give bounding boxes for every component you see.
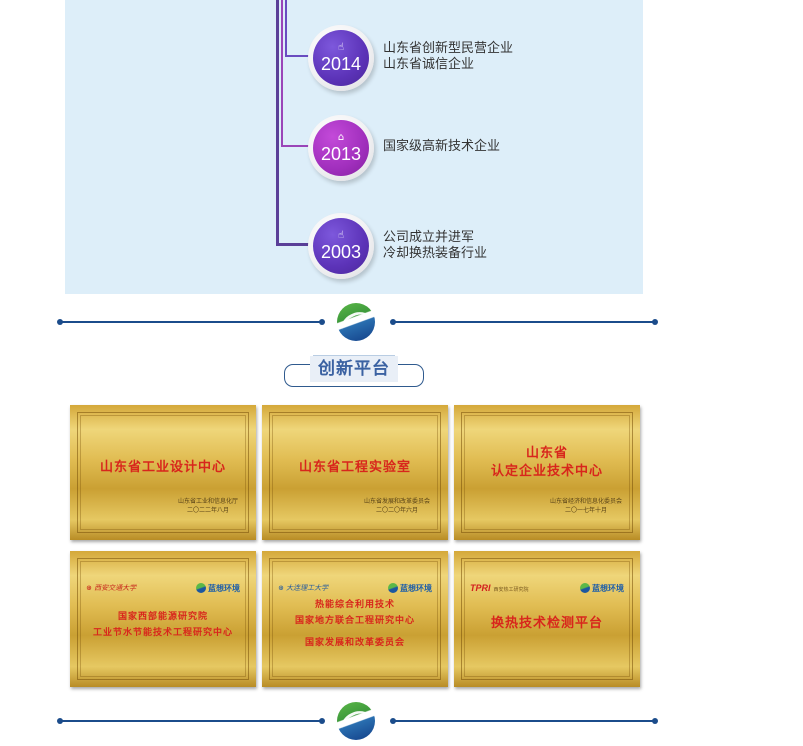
timeline-connector-2014 [285,0,310,57]
hand-pointer-icon: ☝ [337,41,345,53]
timeline-node-2014: ☝ 2014 [308,25,374,91]
desc-line: 公司成立并进军 [383,230,475,245]
title-line: 国家西部能源研究院 [117,612,208,622]
year-badge: ☝ 2003 [313,218,369,274]
home-icon: ⌂ [337,131,345,143]
year-badge: ☝ 2014 [313,30,369,86]
plaque-title: 山东省工业设计中心 [99,460,226,475]
timeline-connector-2013 [281,0,310,147]
issuer-name: 山东省经济和信息化委员会 [549,498,622,505]
divider-line [392,321,654,323]
plaque-issuer: 山东省经济和信息化委员会 二〇一七年十月 [550,497,622,515]
brand-logo: 蓝想环境 [580,583,624,594]
desc-line: 山东省诚信企业 [383,57,475,72]
plaque-border [269,412,441,533]
desc-line: 冷却换热装备行业 [383,246,488,261]
title-line: 认定企业技术中心 [490,464,603,479]
plaque-industrial-design-center: 山东省工业设计中心 山东省工业和信息化厅 二〇二二年八月 [70,405,256,540]
plaque-border [77,558,249,680]
timeline-node-2013: ⌂ 2013 [308,115,374,181]
timeline-desc-2013: 国家级高新技术企业 [383,139,500,155]
plaque-border [77,412,249,533]
timeline-desc-2003: 公司成立并进军 冷却换热装备行业 [383,230,487,262]
divider-dot [319,319,325,325]
brand-logo: 蓝想环境 [388,583,432,594]
divider-line [59,720,323,722]
section-title: 创新平台 [310,356,398,382]
plaque-engineering-lab: 山东省工程实验室 山东省发展和改革委员会 二〇二〇年六月 [262,405,448,540]
divider-dot [319,718,325,724]
plaque-water-energy-saving-center: ⊛ 西安交通大学 蓝想环境 国家西部能源研究院 工业节水节能技术工程研究中心 [70,551,256,687]
year-label: 2003 [320,241,362,262]
desc-line: 山东省创新型民营企业 [383,41,514,56]
plaque-border [269,558,441,680]
university-logo: ⊛ 西安交通大学 [86,584,137,592]
desc-line: 国家级高新技术企业 [383,139,501,154]
year-label: 2013 [320,143,362,164]
divider-dot [652,718,658,724]
issue-date: 二〇二二年八月 [186,507,229,514]
plaque-logos: ⊛ 西安交通大学 蓝想环境 [86,581,240,595]
plaque-title: 国家西部能源研究院 工业节水节能技术工程研究中心 [70,609,256,641]
issuer-name: 山东省工业和信息化厅 [177,498,238,505]
plaque-issuer: 山东省发展和改革委员会 二〇二〇年六月 [364,497,430,515]
issue-date: 二〇一七年十月 [564,507,607,514]
plaque-thermal-energy-center: ⊛ 大连理工大学 蓝想环境 热能综合利用技术 国家地方联合工程研究中心 国家发展… [262,551,448,687]
section-heading: 创新平台 [284,350,424,388]
section-divider [57,701,658,741]
divider-line [392,720,654,722]
timeline-node-2003: ☝ 2003 [308,213,374,279]
brand-logo-icon [388,583,398,593]
title-line: 工业节水节能技术工程研究中心 [92,628,233,638]
title-topline [313,355,395,356]
brand-logo-icon [196,583,206,593]
divider-dot [652,319,658,325]
timeline-connector-2003 [276,0,310,246]
title-line: 国家发展和改革委员会 [304,638,405,648]
plaque-logos: ⊛ 大连理工大学 蓝想环境 [278,581,432,595]
university-logo: ⊛ 大连理工大学 [278,584,329,592]
brand-logo-icon [580,583,590,593]
title-line: 国家地方联合工程研究中心 [294,616,415,626]
company-logo-icon [337,702,375,740]
hand-pointer-icon: ☝ [337,229,345,241]
company-logo-icon [337,303,375,341]
plaque-issuer: 山东省工业和信息化厅 二〇二二年八月 [178,497,238,515]
year-label: 2014 [320,53,362,74]
plaque-title: 山东省 认定企业技术中心 [454,445,640,481]
plaque-title: 热能综合利用技术 国家地方联合工程研究中心 国家发展和改革委员会 [262,597,448,651]
brand-logo: 蓝想环境 [196,583,240,594]
plaque-enterprise-tech-center: 山东省 认定企业技术中心 山东省经济和信息化委员会 二〇一七年十月 [454,405,640,540]
plaque-border [461,558,633,680]
plaque-title: 山东省工程实验室 [298,460,411,475]
issue-date: 二〇二〇年六月 [375,507,418,514]
title-line: 山东省 [525,446,568,461]
timeline-desc-2014: 山东省创新型民营企业 山东省诚信企业 [383,41,513,73]
divider-line [59,321,323,323]
year-badge: ⌂ 2013 [313,120,369,176]
section-divider [57,302,658,342]
title-line: 热能综合利用技术 [314,600,395,610]
issuer-name: 山东省发展和改革委员会 [363,498,430,505]
plaque-title: 换热技术检测平台 [490,616,603,631]
plaque-border [461,412,633,533]
